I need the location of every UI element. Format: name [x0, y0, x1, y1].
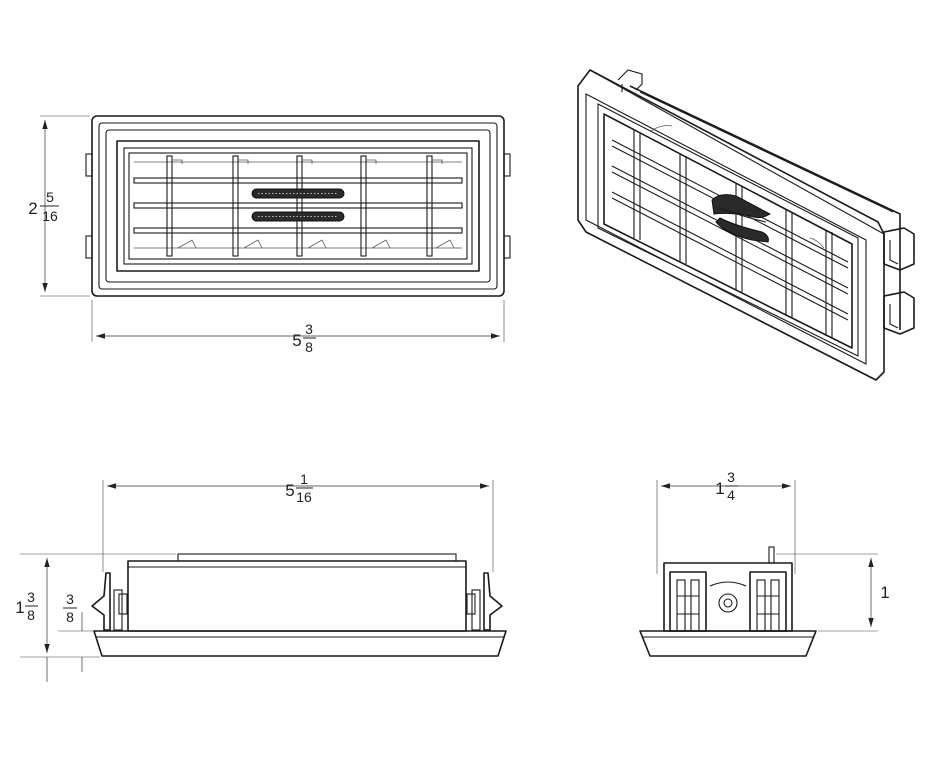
whole: 2 — [28, 199, 37, 218]
whole: 5 — [292, 331, 301, 350]
label-flange: 3 8 — [63, 591, 77, 625]
denominator: 8 — [305, 339, 313, 355]
vertical-vanes — [166, 155, 455, 257]
dimension-flange — [58, 612, 94, 672]
dimension-side-width — [102, 480, 494, 572]
numerator: 3 — [305, 321, 313, 337]
horizontal-louvers — [133, 161, 463, 249]
iso-vanes — [633, 130, 833, 338]
whole: 1 — [715, 479, 724, 498]
whole: 1 — [15, 598, 24, 617]
whole: 1 — [880, 583, 889, 602]
side-view — [91, 553, 507, 657]
front-view — [85, 115, 511, 297]
numerator: 5 — [46, 189, 54, 205]
denominator: 4 — [727, 487, 735, 503]
whole: 5 — [285, 481, 294, 500]
label-end-width: 1 3 4 — [715, 469, 738, 503]
isometric-view — [577, 69, 915, 381]
dimension-front-width — [91, 300, 505, 342]
label-side-height: 1 3 8 — [15, 589, 38, 623]
label-end-height: 1 — [880, 583, 889, 602]
adjustment-wheel-bottom — [251, 211, 345, 222]
denominator: 16 — [42, 208, 58, 224]
dimension-side-height — [20, 553, 176, 682]
numerator: 1 — [300, 471, 308, 487]
denominator: 16 — [296, 489, 312, 505]
denominator: 8 — [27, 607, 35, 623]
label-front-width: 5 3 8 — [292, 321, 316, 355]
numerator: 3 — [27, 589, 35, 605]
label-front-height: 2 5 16 — [28, 189, 59, 224]
denominator: 8 — [66, 609, 74, 625]
iso-adjustment-wheel — [711, 194, 772, 243]
end-view — [639, 546, 817, 657]
numerator: 3 — [727, 469, 735, 485]
numerator: 3 — [66, 591, 74, 607]
dimension-end-height — [776, 553, 878, 632]
adjustment-wheel-top — [251, 188, 345, 199]
label-side-width: 5 1 16 — [285, 471, 313, 505]
